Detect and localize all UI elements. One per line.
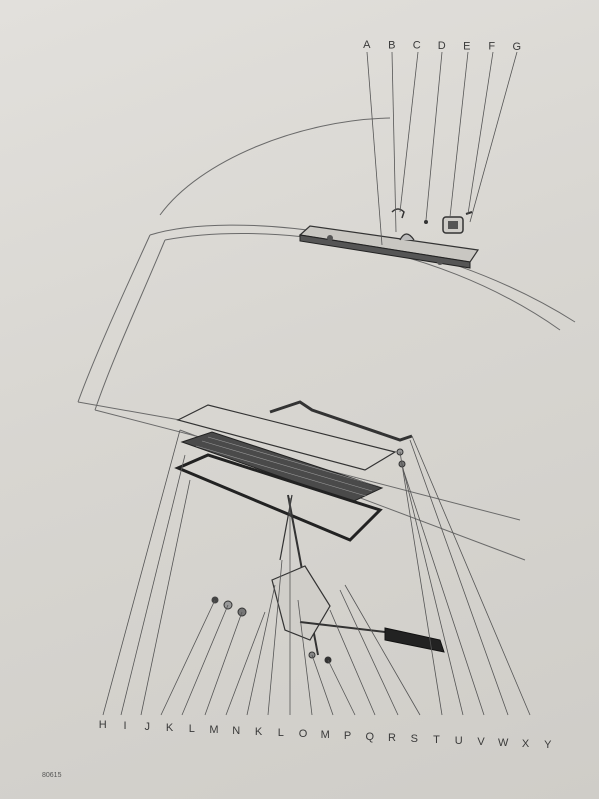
callout-bottom-label: T [433,734,440,746]
callout-bottom-label: W [498,737,509,749]
callout-bottom-label: S [411,733,419,745]
callout-bottom-label: L [278,727,285,739]
callout-bottom-label: P [344,730,352,742]
callout-top-label: A [363,39,371,51]
callout-bottom-label: M [209,724,219,736]
callout-bottom-label: K [255,726,263,738]
callout-top-label: C [413,40,421,52]
bottom-label-row: H I J K L M N K L O M P Q R S T U V W X Y [99,719,552,751]
callout-top-label: F [488,41,495,53]
callout-bottom-label: J [145,721,151,733]
upper-rail-assembly [298,208,480,269]
callout-bottom-label: I [123,720,127,732]
callout-bottom-label: L [189,723,196,735]
callout-bottom-label: O [299,728,308,740]
callout-bottom-label: V [477,736,485,748]
callout-top-label: G [512,41,521,53]
figure-code: 80615 [42,772,62,779]
callout-bottom-label: M [321,729,331,741]
callout-bottom-label: K [166,722,174,734]
top-label-row: A B C D E F G [363,39,521,53]
callout-top-label: E [463,40,471,52]
callout-bottom-label: X [522,738,530,750]
callout-top-label: B [388,39,396,51]
top-leader-lines [366,51,518,246]
callout-bottom-label: U [455,735,463,747]
callout-top-label: D [438,40,446,52]
callout-bottom-label: R [388,732,396,744]
lower-panel-assembly [174,400,445,664]
bottom-leader-lines [102,429,531,716]
callout-bottom-label: N [232,725,240,737]
callout-bottom-label: Q [365,731,374,743]
callout-bottom-label: H [99,719,107,731]
callout-bottom-label: Y [544,739,552,751]
